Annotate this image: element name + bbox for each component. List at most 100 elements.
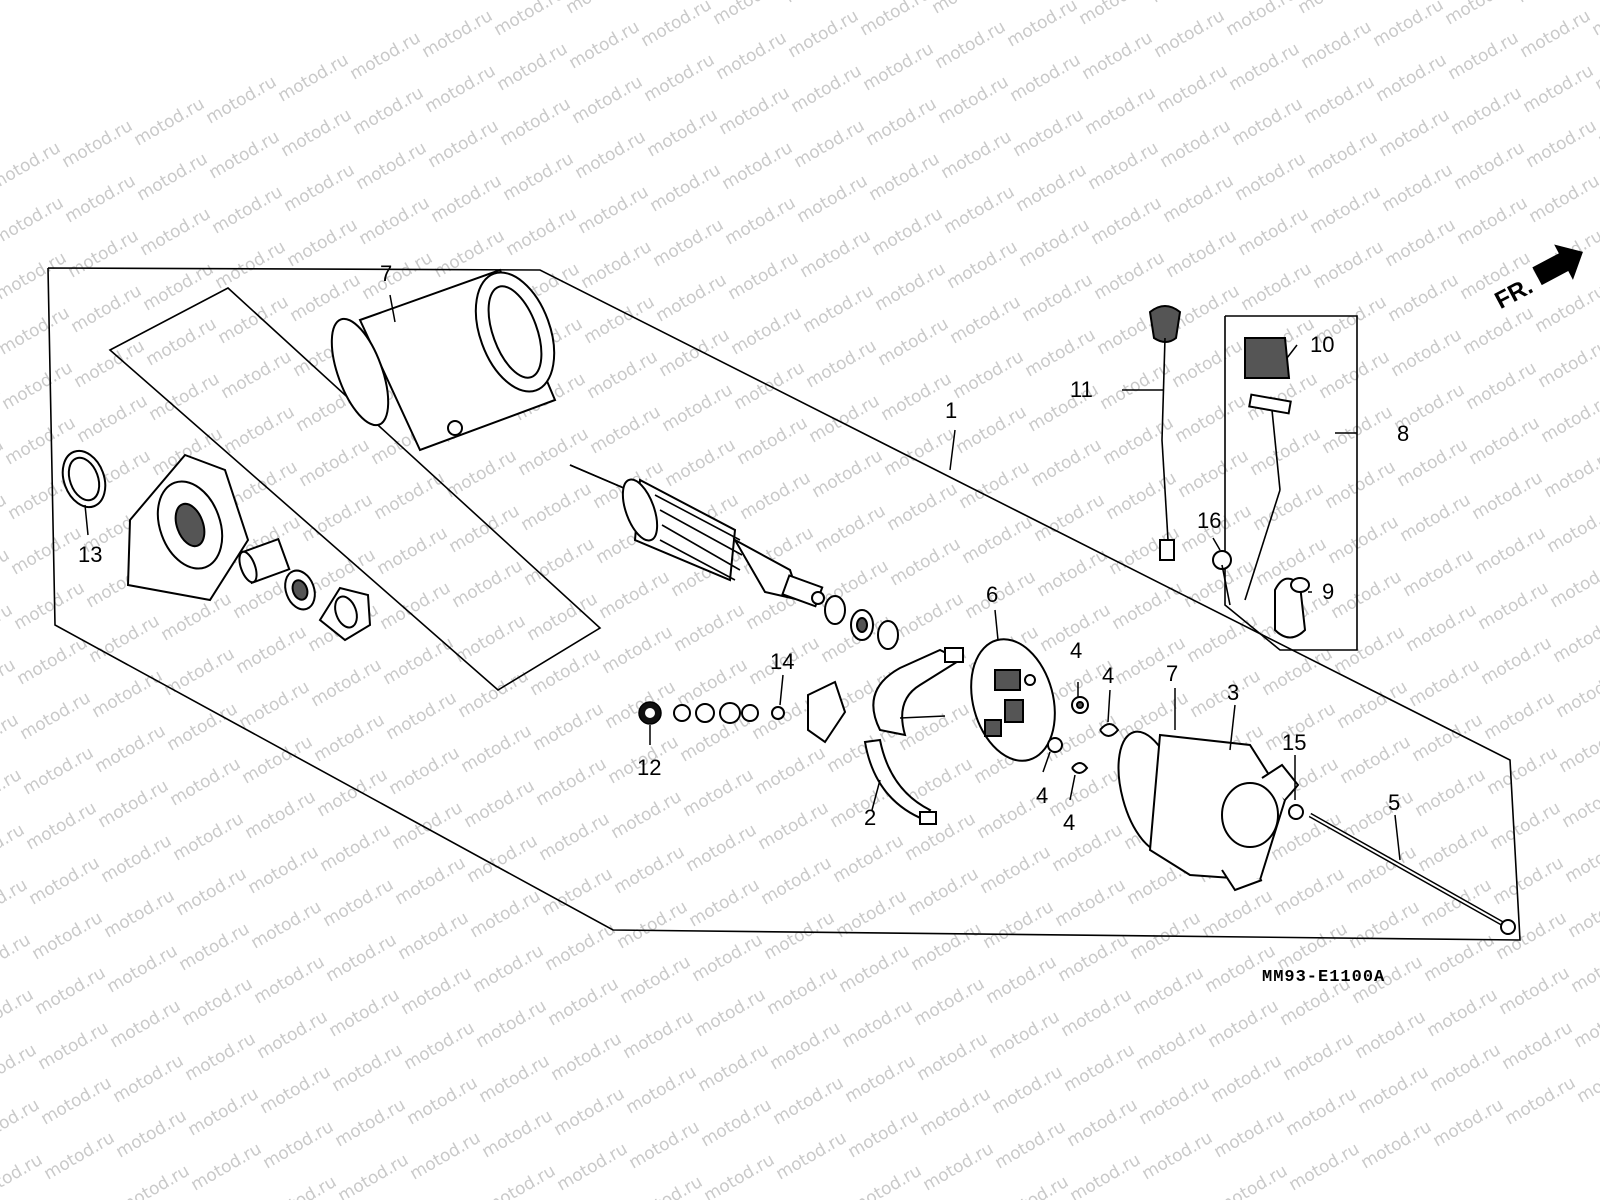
- watermark-text: motod.ru: [659, 380, 737, 436]
- thrust-washer-set: [824, 595, 899, 650]
- watermark-text: motod.ru: [185, 1084, 263, 1140]
- watermark-text: motod.ru: [1301, 72, 1379, 128]
- watermark-text: motod.ru: [662, 435, 740, 491]
- watermark-text: motod.ru: [1235, 204, 1313, 260]
- watermark-text: motod.ru: [461, 776, 539, 832]
- watermark-text: motod.ru: [1148, 0, 1226, 7]
- watermark-text: motod.ru: [758, 853, 836, 909]
- watermark-text: motod.ru: [11, 578, 89, 634]
- watermark-text: motod.ru: [209, 182, 287, 238]
- watermark-text: motod.ru: [896, 699, 974, 755]
- watermark-text: motod.ru: [1103, 468, 1181, 524]
- watermark-text: motod.ru: [1487, 798, 1565, 854]
- watermark-text: motod.ru: [0, 1095, 43, 1151]
- watermark-text: motod.ru: [527, 644, 605, 700]
- watermark-text: motod.ru: [608, 787, 686, 843]
- watermark-text: motod.ru: [398, 963, 476, 1019]
- watermark-text: motod.ru: [959, 512, 1037, 568]
- watermark-text: motod.ru: [629, 1172, 707, 1200]
- watermark-text: motod.ru: [599, 622, 677, 678]
- watermark-text: motod.ru: [521, 534, 599, 590]
- watermark-text: motod.ru: [551, 1084, 629, 1140]
- watermark-text: motod.ru: [1463, 358, 1541, 414]
- flange-bolt: [1212, 550, 1232, 606]
- cable-8: [1244, 337, 1292, 601]
- watermark-text: motod.ru: [728, 303, 806, 359]
- watermark-text: motod.ru: [1208, 1051, 1286, 1107]
- watermark-text: motod.ru: [530, 699, 608, 755]
- watermark-text: motod.ru: [500, 149, 578, 205]
- watermark-text: motod.ru: [254, 1007, 332, 1063]
- watermark-text: motod.ru: [995, 1172, 1073, 1200]
- watermark-text: motod.ru: [977, 842, 1055, 898]
- watermark-text: motod.ru: [1007, 50, 1085, 106]
- watermark-text: motod.ru: [1532, 281, 1600, 337]
- watermark-text: motod.ru: [0, 545, 13, 601]
- watermark-text: motod.ru: [863, 94, 941, 150]
- watermark-text: motod.ru: [698, 1095, 776, 1151]
- watermark-text: motod.ru: [1298, 17, 1376, 73]
- watermark-text: motod.ru: [473, 996, 551, 1052]
- watermark-text: motod.ru: [539, 864, 617, 920]
- watermark-text: motod.ru: [503, 204, 581, 260]
- watermark-text: motod.ru: [716, 83, 794, 139]
- watermark-text: motod.ru: [830, 831, 908, 887]
- watermark-text: motod.ru: [938, 127, 1016, 183]
- watermark-text: motod.ru: [1451, 138, 1529, 194]
- watermark-text: motod.ru: [869, 204, 947, 260]
- watermark-text: motod.ru: [170, 809, 248, 865]
- watermark-text: motod.ru: [0, 435, 7, 491]
- watermark-text: motod.ru: [1304, 127, 1382, 183]
- callout-10-terminal-cap: 10: [1310, 332, 1334, 357]
- watermark-text: motod.ru: [278, 105, 356, 161]
- watermark-text: motod.ru: [359, 248, 437, 304]
- watermark-text: motod.ru: [755, 798, 833, 854]
- watermark-text: motod.ru: [620, 1007, 698, 1063]
- watermark-text: motod.ru: [1373, 50, 1451, 106]
- leader-lines: [84, 294, 1401, 861]
- watermark-text: motod.ru: [737, 468, 815, 524]
- watermark-text: motod.ru: [908, 919, 986, 975]
- watermark-text: motod.ru: [0, 710, 22, 766]
- watermark-text: motod.ru: [1454, 193, 1532, 249]
- watermark-text: motod.ru: [1442, 0, 1520, 29]
- watermark-text: motod.ru: [425, 116, 503, 172]
- watermark-text: motod.ru: [638, 0, 716, 51]
- watermark-text: motod.ru: [1415, 820, 1493, 876]
- watermark-text: motod.ru: [1184, 611, 1262, 667]
- watermark-text: motod.ru: [455, 666, 533, 722]
- watermark-text: motod.ru: [335, 1150, 413, 1200]
- watermark-text: motod.ru: [983, 952, 1061, 1008]
- watermark-text: motod.ru: [179, 974, 257, 1030]
- watermark-text: motod.ru: [401, 1018, 479, 1074]
- watermark-text: motod.ru: [647, 160, 725, 216]
- watermark-text: motod.ru: [683, 820, 761, 876]
- fr-arrow-icon: [1532, 244, 1583, 286]
- watermark-text: motod.ru: [0, 875, 31, 931]
- watermark-text: motod.ru: [494, 39, 572, 95]
- watermark-text: motod.ru: [407, 1128, 485, 1184]
- yoke-housing: [330, 268, 557, 452]
- watermark-text: motod.ru: [221, 402, 299, 458]
- watermark-text: motod.ru: [1205, 996, 1283, 1052]
- watermark-text: motod.ru: [515, 424, 593, 480]
- callout-13-o-ring: 13: [78, 542, 102, 567]
- watermark-text: motod.ru: [1172, 391, 1250, 447]
- watermark-text: motod.ru: [1412, 765, 1490, 821]
- watermark-text: motod.ru: [371, 468, 449, 524]
- callout-6-brush-plate: 6: [986, 582, 998, 607]
- watermark-text: motod.ru: [1058, 985, 1136, 1041]
- watermark-text: motod.ru: [902, 809, 980, 865]
- watermark-text: motod.ru: [785, 6, 863, 62]
- watermark-text: motod.ru: [0, 1150, 46, 1200]
- oil-seal: [284, 569, 316, 611]
- watermark-text: motod.ru: [1133, 1018, 1211, 1074]
- watermark-text: motod.ru: [692, 985, 770, 1041]
- watermark-text: motod.ru: [992, 1117, 1070, 1173]
- watermark-text: motod.ru: [941, 182, 1019, 238]
- watermark-text: motod.ru: [1445, 28, 1523, 84]
- needle-bearing: [238, 537, 291, 585]
- watermark-text: motod.ru: [1250, 479, 1328, 535]
- watermark-text: motod.ru: [1109, 578, 1187, 634]
- watermark-text: motod.ru: [245, 842, 323, 898]
